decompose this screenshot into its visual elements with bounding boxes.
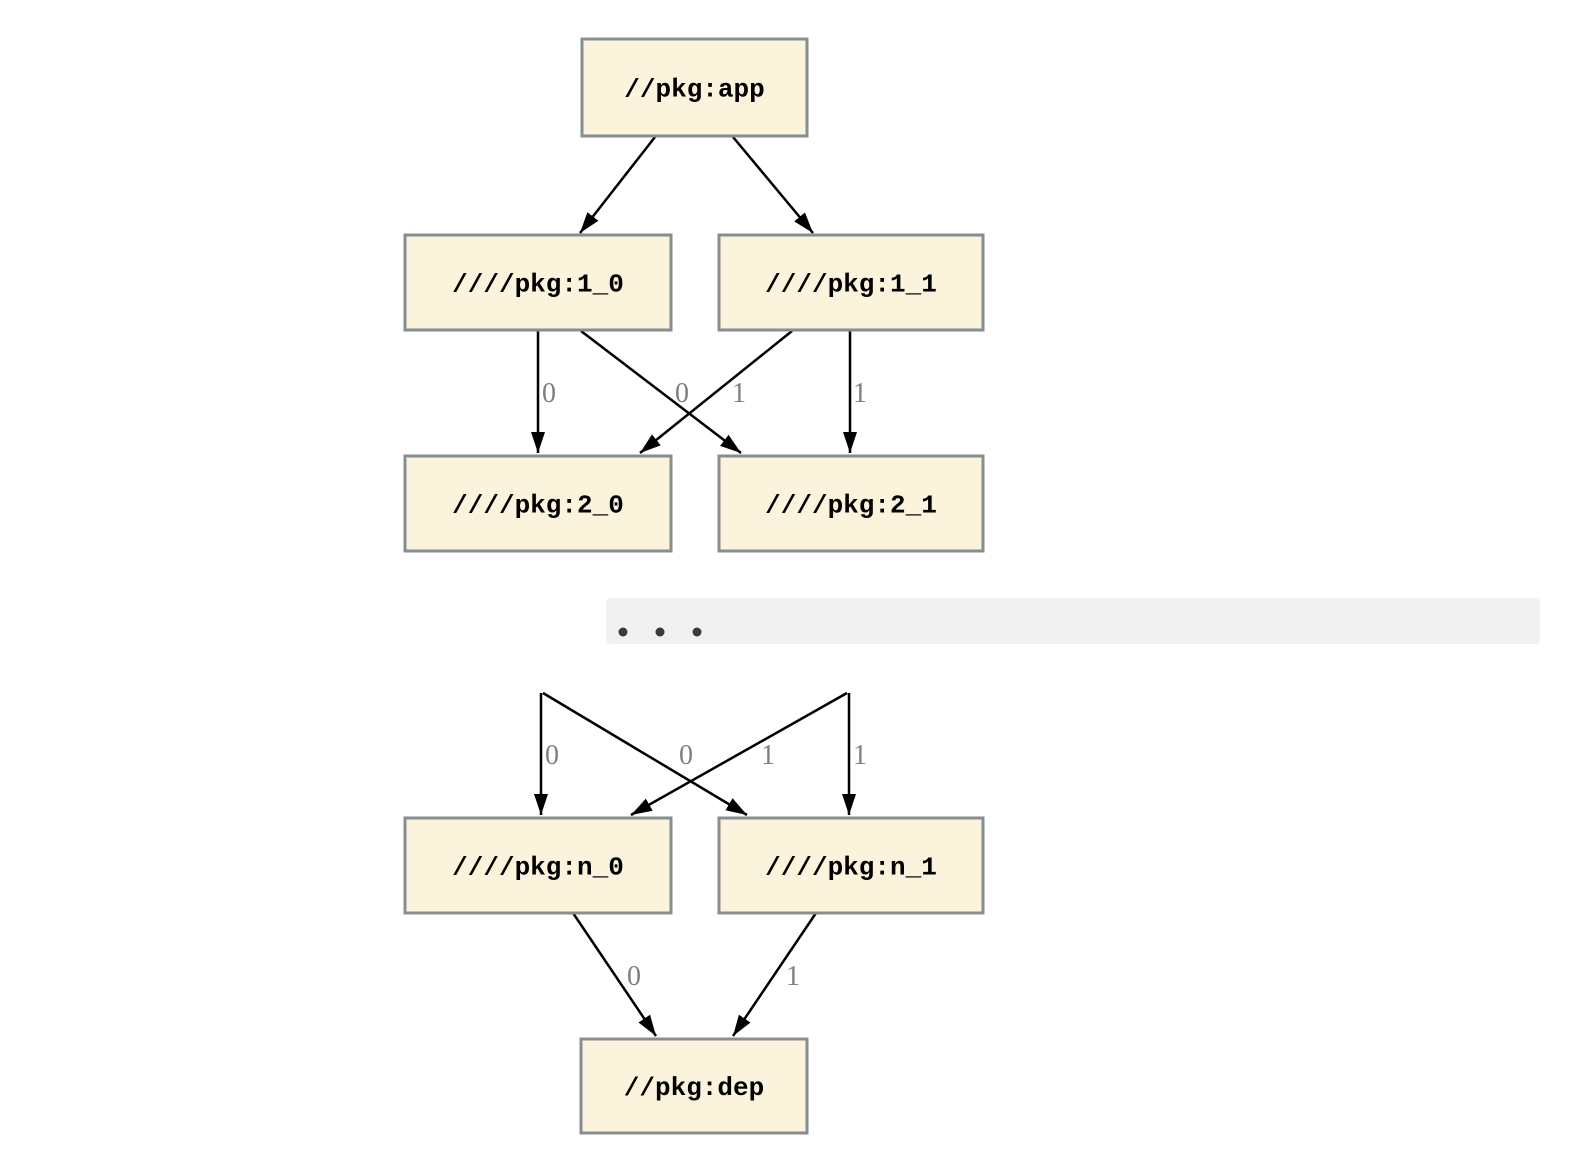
graph-node-box-dep (579, 1037, 809, 1135)
edge-app-to-1_0 (579, 136, 656, 234)
edge-ellipsis-to-n_0 (630, 691, 848, 817)
graph-node-box-2_1 (717, 454, 985, 553)
nodes-layer: //pkg:app ////pkg:1_0 ////pkg:1_1 ////pkg:2… (403, 37, 985, 1135)
graph-node-label-2_0: ////pkg:2_0 (452, 491, 624, 521)
ellipsis-layer (606, 598, 1540, 644)
edge-label-1_0-to-2_0: 0 (542, 378, 556, 409)
graph-node-label-1_1: ////pkg:1_1 (765, 270, 937, 300)
edges-layer: 0 1 0 1 0 1 0 1 0 1 (531, 136, 867, 1037)
edge-label-1_1-to-2_0: 0 (675, 378, 689, 409)
graph-node-label-n_1: ////pkg:n_1 (765, 853, 937, 883)
graph-node-box-1_1 (717, 233, 985, 332)
ellipsis-bar (606, 598, 1540, 644)
edge-label-ellipsis-to-n_1: 1 (853, 740, 867, 771)
graph-node-box-n_1 (717, 816, 985, 915)
edge-ellipsis-to-n_1 (542, 691, 748, 817)
edge-n_0-to-dep (571, 912, 658, 1037)
graph-node-2_0: ////pkg:2_0 (403, 454, 673, 553)
graph-node-n_1: ////pkg:n_1 (717, 816, 985, 915)
graph-node-label-1_0: ////pkg:1_0 (452, 270, 624, 300)
graph-node-dep: //pkg:dep (579, 1037, 809, 1135)
graph-node-label-dep: //pkg:dep (624, 1073, 764, 1103)
graph-node-box-2_0 (403, 454, 673, 553)
graph-node-1_1: ////pkg:1_1 (717, 233, 985, 332)
ellipsis-dot-icon (655, 627, 665, 637)
graph-node-label-2_1: ////pkg:2_1 (765, 491, 937, 521)
graph-node-label-n_0: ////pkg:n_0 (452, 853, 624, 883)
edge-label-ellipsis-to-n_0: 0 (679, 740, 693, 771)
graph-node-box-n_0 (403, 816, 673, 915)
edge-1_0-to-2_1 (580, 330, 742, 454)
graph-node-n_0: ////pkg:n_0 (403, 816, 673, 915)
graph-node-box-1_0 (403, 233, 673, 332)
ellipsis-dot-icon (618, 627, 628, 637)
graph-node-app: //pkg:app (580, 37, 809, 138)
edge-label-1_1-to-2_1: 1 (853, 378, 867, 409)
edge-app-to-1_1 (732, 136, 814, 234)
ellipsis-dot-icon (692, 627, 702, 637)
edge-1_1-to-2_0 (639, 330, 793, 454)
edge-label-1_0-to-2_1: 1 (732, 378, 746, 409)
graph-node-1_0: ////pkg:1_0 (403, 233, 673, 332)
edge-label-n_1-to-dep: 1 (786, 961, 800, 992)
edge-label-n_0-to-dep: 0 (627, 961, 641, 992)
graph-node-box-app (580, 37, 809, 138)
edge-label-ellipsis-to-n_0: 0 (545, 740, 559, 771)
edge-label-ellipsis-to-n_1: 1 (761, 740, 775, 771)
graph-node-2_1: ////pkg:2_1 (717, 454, 985, 553)
edge-n_1-to-dep (731, 912, 818, 1037)
graph-node-label-app: //pkg:app (624, 75, 764, 105)
